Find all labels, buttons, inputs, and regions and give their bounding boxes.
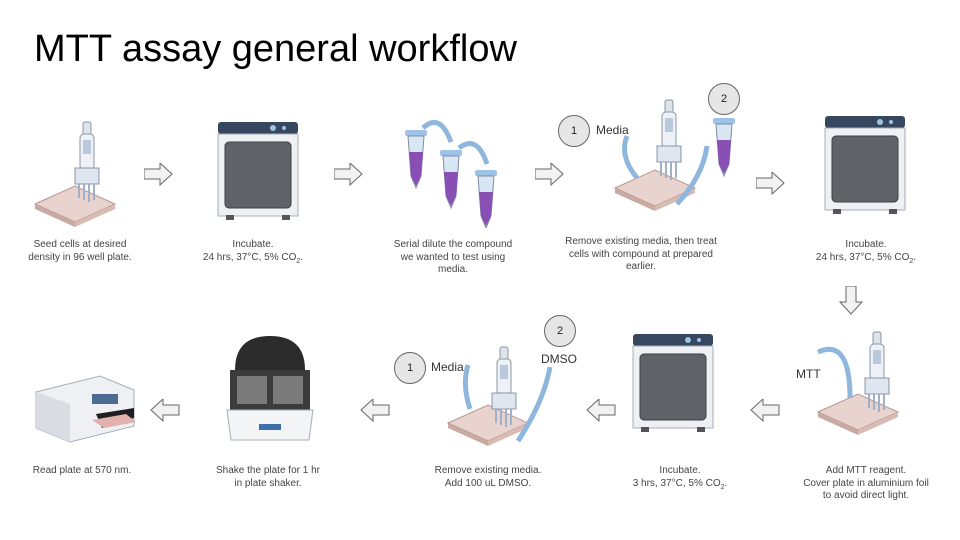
serial-dilution-icon: [404, 119, 498, 228]
flow-arrow-right: [756, 172, 785, 195]
add-mtt-icon: [816, 331, 899, 436]
step-caption: Read plate at 570 nm.: [32, 465, 132, 476]
flow-arrow-left: [750, 399, 780, 422]
incubator-icon: [824, 115, 906, 215]
flow-arrow-down: [839, 286, 863, 315]
incubator-icon: [217, 121, 299, 221]
flow-arrow-left: [150, 399, 180, 422]
treat-cells-icon: [614, 99, 736, 212]
dmso-label: DMSO: [541, 352, 577, 366]
step-badge-1: 1: [394, 352, 426, 384]
plate-shaker-icon: [226, 336, 314, 441]
flow-arrow-left: [586, 399, 616, 422]
step-caption: Remove existing media.Add 100 uL DMSO.: [434, 465, 542, 489]
incubator-icon: [632, 333, 714, 433]
seed-cells-icon: [34, 121, 116, 228]
step-caption: Incubate. 24 hrs, 37°C, 5% CO2.: [202, 239, 304, 265]
step-badge-2: 2: [708, 83, 740, 115]
step-badge-1: 1: [558, 115, 590, 147]
step-caption: Incubate. 3 hrs, 37°C, 5% CO2.: [632, 465, 728, 491]
mtt-label: MTT: [796, 367, 821, 381]
media-label: Media: [431, 360, 464, 374]
step-caption: Incubate. 24 hrs, 37°C, 5% CO2.: [815, 239, 917, 265]
plate-reader-icon: [35, 375, 136, 443]
page-title: MTT assay general workflow: [34, 28, 517, 70]
media-label: Media: [596, 123, 629, 137]
add-dmso-icon: [447, 346, 553, 447]
flow-arrow-right: [535, 163, 564, 186]
flow-arrow-left: [360, 399, 390, 422]
step-badge-2: 2: [544, 315, 576, 347]
flow-arrow-right: [144, 163, 173, 186]
step-caption: Add MTT reagent.Cover plate in aluminium…: [803, 465, 929, 501]
flow-arrow-right: [334, 163, 363, 186]
